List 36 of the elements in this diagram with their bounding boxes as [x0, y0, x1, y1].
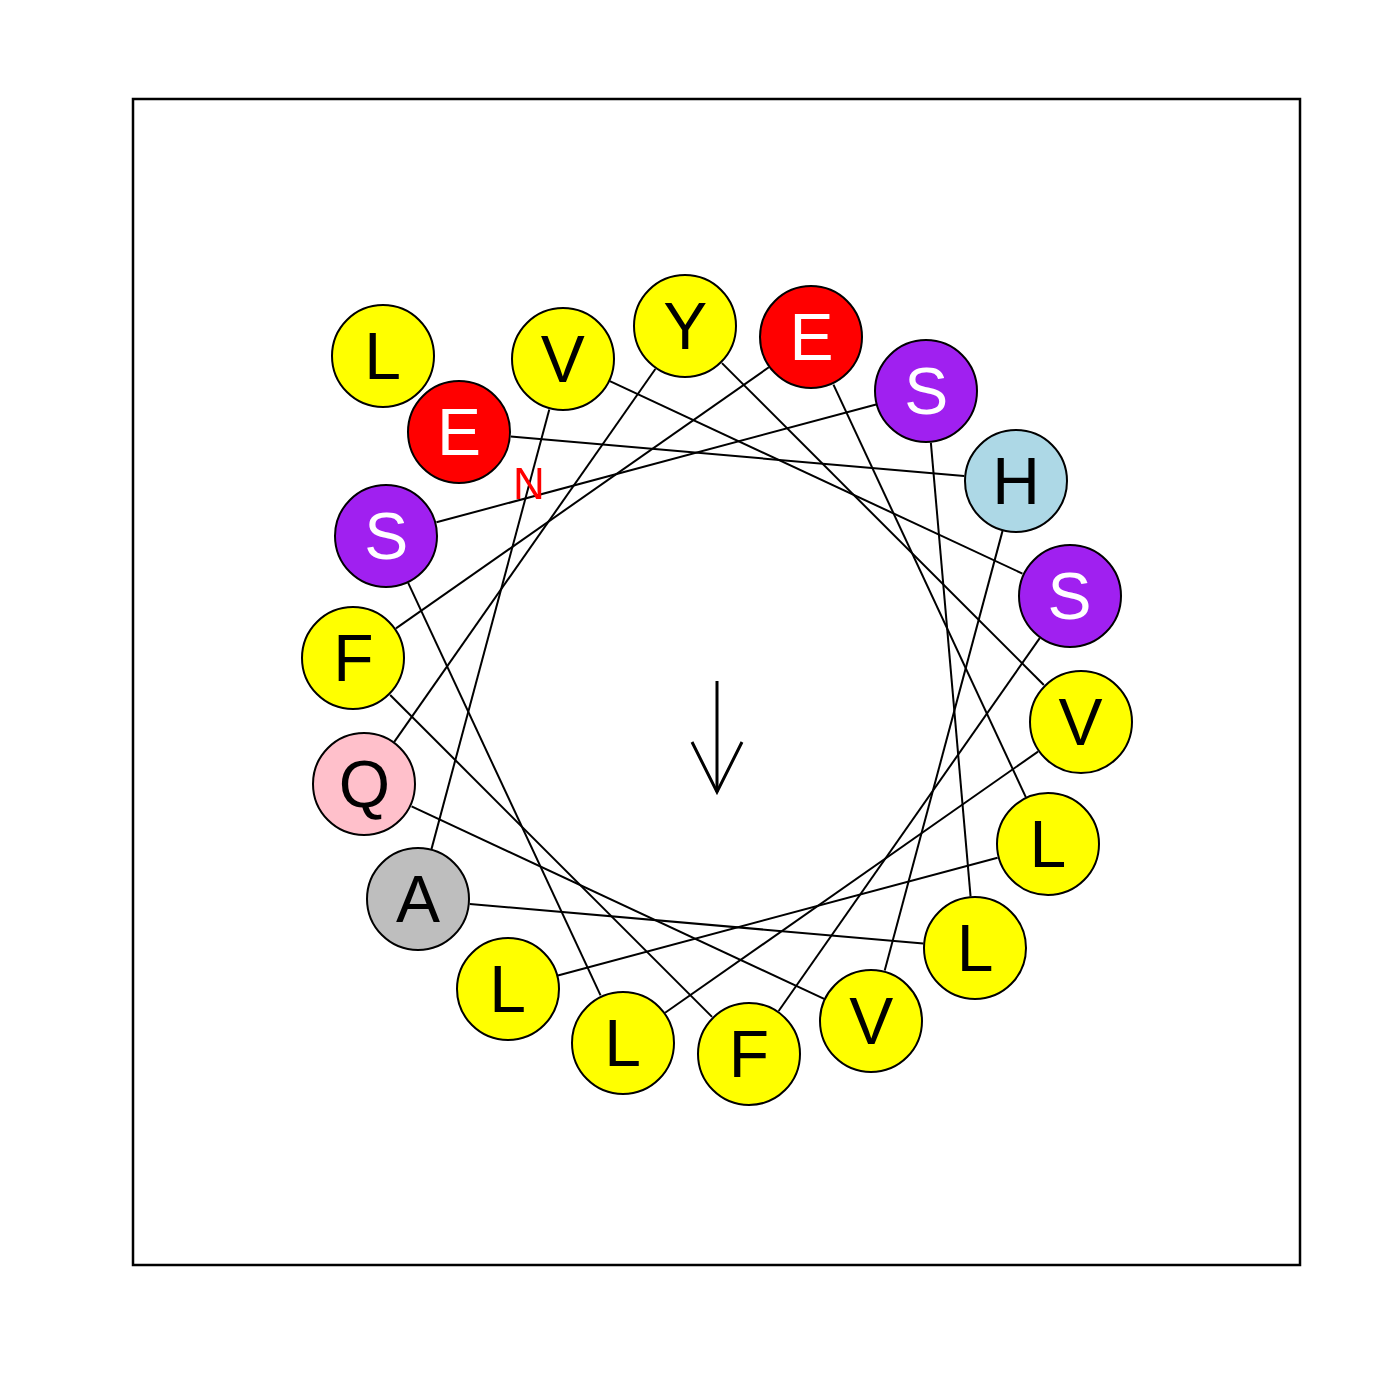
residue-letter: V	[1058, 688, 1103, 755]
residue-letter: E	[436, 398, 481, 465]
residue-letter: L	[364, 322, 401, 389]
connector-line	[883, 529, 1004, 972]
connector-line	[556, 856, 999, 977]
residue-letter: S	[1047, 562, 1092, 629]
connector-line	[430, 408, 551, 851]
connector-line	[407, 581, 602, 997]
connector-line	[777, 637, 1041, 1012]
connector-line	[395, 366, 770, 630]
residue-letter: L	[604, 1009, 641, 1076]
connector-line	[468, 902, 925, 945]
connector-line	[608, 380, 1024, 575]
residue-letter: L	[489, 956, 526, 1022]
residue-letter: V	[540, 326, 585, 393]
residue-letter: Q	[338, 751, 391, 818]
residue-letter: F	[333, 625, 374, 692]
connector-line	[664, 750, 1039, 1014]
residue-letter: E	[789, 304, 834, 371]
residue-letter: L	[1029, 811, 1067, 878]
connector-line	[509, 435, 966, 478]
residue-letter: L	[956, 915, 994, 982]
connector-line	[720, 362, 1045, 687]
connector-line	[929, 441, 972, 898]
residue-letter: F	[728, 1020, 769, 1087]
residue-letter: A	[396, 866, 440, 933]
connector-line	[393, 368, 657, 743]
residue-letter: H	[992, 447, 1040, 514]
residue-letter: V	[849, 987, 894, 1054]
residue-letter: Y	[663, 293, 708, 360]
connector-line	[435, 403, 878, 524]
connector-line	[389, 693, 714, 1018]
residue-letter: S	[904, 358, 949, 424]
connector-line	[832, 383, 1027, 799]
connector-line	[410, 805, 826, 1000]
residue-letter: S	[364, 502, 409, 569]
